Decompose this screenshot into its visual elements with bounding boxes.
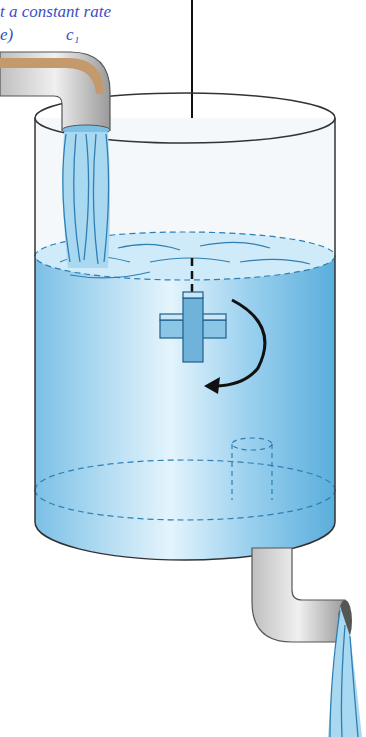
flow-note: t a constant rate bbox=[0, 2, 111, 22]
rotation-arrowhead bbox=[204, 377, 220, 394]
tank-body bbox=[35, 118, 335, 560]
tank-water bbox=[35, 256, 335, 560]
outflow-stream bbox=[328, 606, 362, 737]
concentration-note: c₁ bbox=[66, 25, 79, 45]
rotation-arrow bbox=[214, 300, 265, 386]
inlet-pipe bbox=[0, 52, 110, 135]
tank-bottom-hidden bbox=[35, 490, 335, 520]
tank-bottom-hidden bbox=[35, 460, 335, 490]
outlet-hidden bbox=[232, 438, 272, 500]
inflow-stream bbox=[63, 132, 110, 268]
stirrer-paddle bbox=[160, 292, 226, 362]
tank-outline bbox=[35, 93, 335, 560]
concentration-note: e) bbox=[0, 25, 13, 45]
